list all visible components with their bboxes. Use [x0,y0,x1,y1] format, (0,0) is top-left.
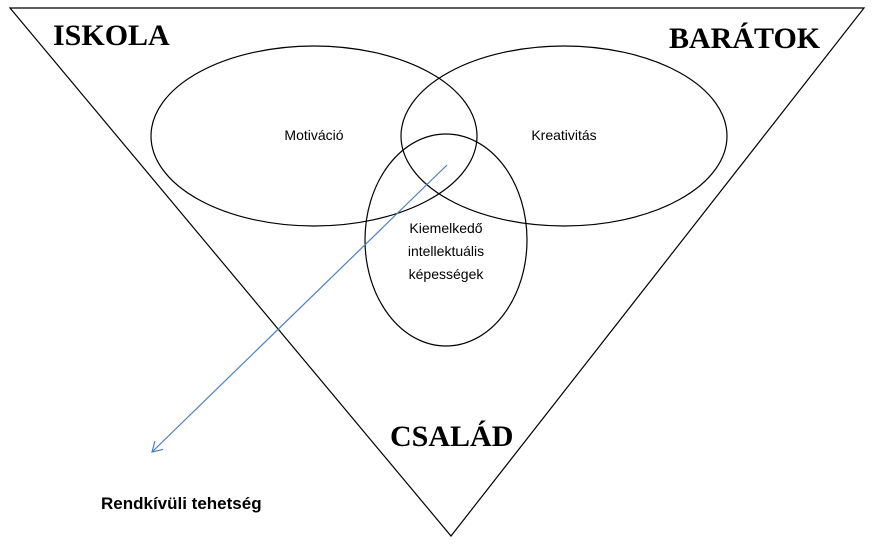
ability-ellipse [364,133,528,347]
label-ability-line-2: intellektuális [408,243,484,259]
label-outcome: Rendkívüli tehetség [101,494,262,513]
label-ability-line-3: képességek [409,266,485,282]
environment-triangle [8,7,866,537]
label-creativity: Kreativitás [531,127,596,143]
label-family: CSALÁD [390,420,513,453]
label-school: ISKOLA [53,19,170,52]
outcome-arrow [152,164,448,452]
label-motivation: Motiváció [284,127,343,143]
motivation-ellipse [150,45,478,227]
creativity-ellipse [400,45,728,227]
label-friends: BARÁTOK [669,22,821,55]
label-ability-line-1: Kiemelkedő [409,220,482,236]
